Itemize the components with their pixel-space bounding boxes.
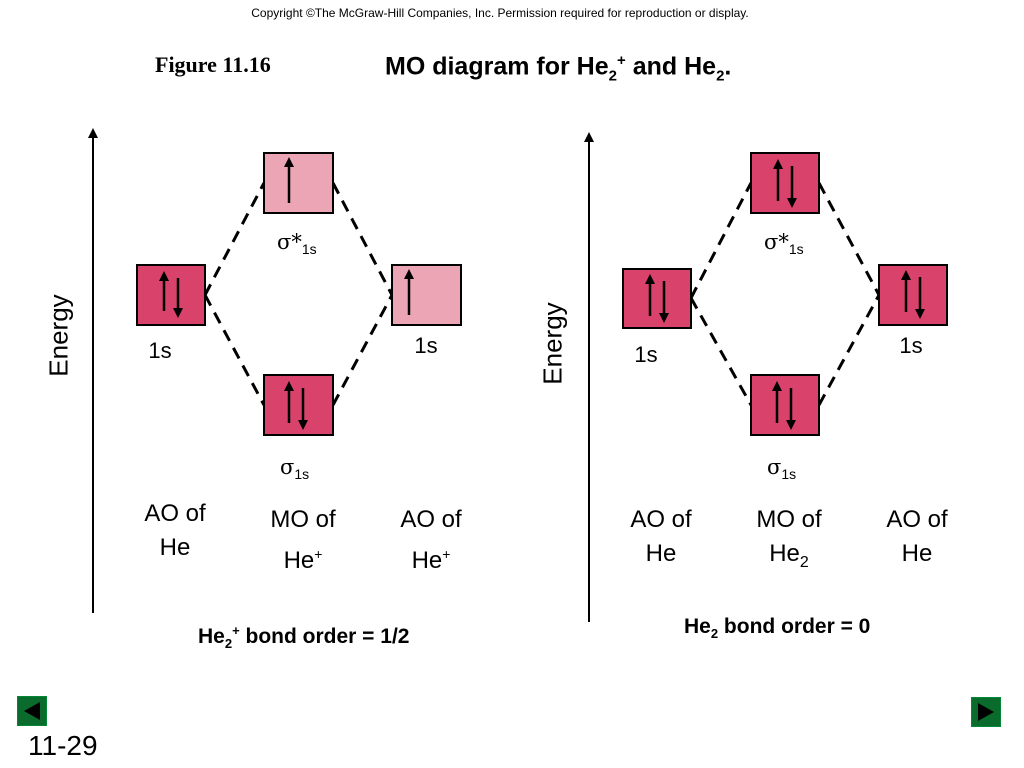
sigma-star-1s-label: σ*1s: [277, 230, 317, 258]
copyright-notice: Copyright ©The McGraw-Hill Companies, In…: [251, 6, 749, 20]
ao-label-right: 1s: [899, 333, 923, 358]
mo-box-sigma-left: [263, 374, 334, 436]
bond-order-right: He2 bond order = 0: [684, 615, 871, 642]
electron-pair-arrows: [901, 270, 925, 319]
previous-slide-button[interactable]: [17, 696, 47, 726]
bond-order-left: He2+ bond order = 1/2: [198, 623, 410, 652]
energy-axis-label-right: Energy: [537, 302, 568, 385]
figure-label: Figure 11.16: [155, 52, 271, 77]
ao-box-left-he: [136, 264, 206, 326]
sigma-1s-label: σ1s: [767, 455, 797, 483]
electron-pair-arrows: [645, 274, 669, 323]
sigma-star-1s-label: σ*1s: [764, 230, 804, 258]
correlation-lines-right: [689, 182, 881, 406]
mo-box-sigma-right: [750, 374, 820, 436]
correlation-lines-left: [203, 182, 394, 406]
mo-box-sigma-star-right: [750, 152, 820, 214]
mo-box-sigma-star-left: [263, 152, 334, 214]
ao-label-left: 1s: [634, 342, 658, 367]
electron-pair-arrows: [159, 271, 183, 318]
ao-box-right-he-plus: [391, 264, 462, 326]
next-slide-button[interactable]: [971, 697, 1001, 727]
electron-pair-arrows: [772, 381, 796, 430]
triangle-left-icon: [24, 702, 40, 720]
ao-label-left: 1s: [148, 338, 172, 363]
electron-pair-arrows: [773, 159, 797, 208]
triangle-right-icon: [978, 703, 994, 721]
ao-label-right: 1s: [414, 333, 438, 358]
ao-box-left-he: [622, 268, 692, 329]
ao-box-right-he: [878, 264, 948, 326]
sigma-1s-label: σ1s: [280, 455, 310, 483]
energy-axis-label-left: Energy: [43, 294, 74, 377]
slide-title: MO diagram for He2+ and He2.: [385, 52, 732, 85]
electron-pair-arrows: [284, 381, 308, 430]
slide-number: 11-29: [28, 730, 98, 761]
